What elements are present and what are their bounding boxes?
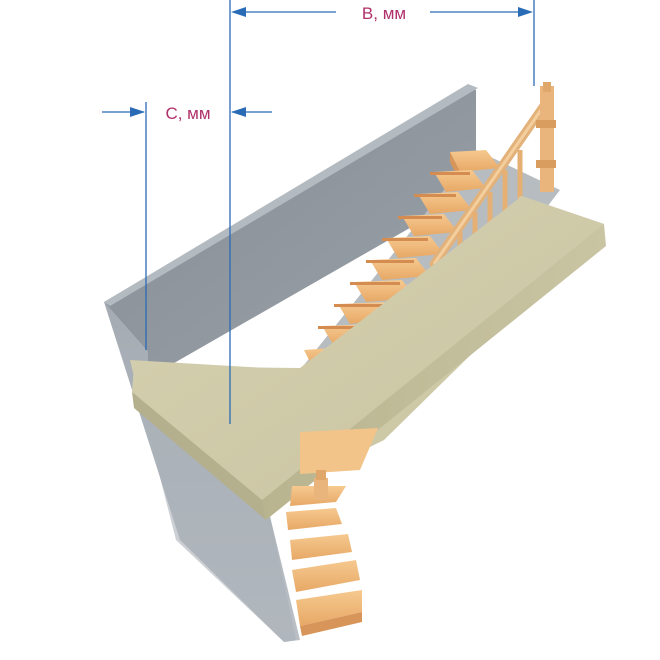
floor-slab-top-main xyxy=(132,196,604,500)
back-wall-face xyxy=(104,88,476,378)
arrow-left-icon xyxy=(231,107,246,117)
handrail xyxy=(429,82,556,269)
back-wall-top xyxy=(104,84,478,306)
dimension-b: B, мм xyxy=(229,0,535,424)
dimension-c-label: C, мм xyxy=(165,104,210,123)
floor-slab-left-edge xyxy=(132,392,266,520)
dimension-b-label: B, мм xyxy=(362,4,406,23)
lower-stair-flight xyxy=(286,428,378,636)
arrow-right-icon xyxy=(518,7,533,17)
dimension-c: C, мм xyxy=(102,102,272,350)
arrow-left-icon xyxy=(231,7,246,17)
arrow-right-icon xyxy=(130,107,145,117)
